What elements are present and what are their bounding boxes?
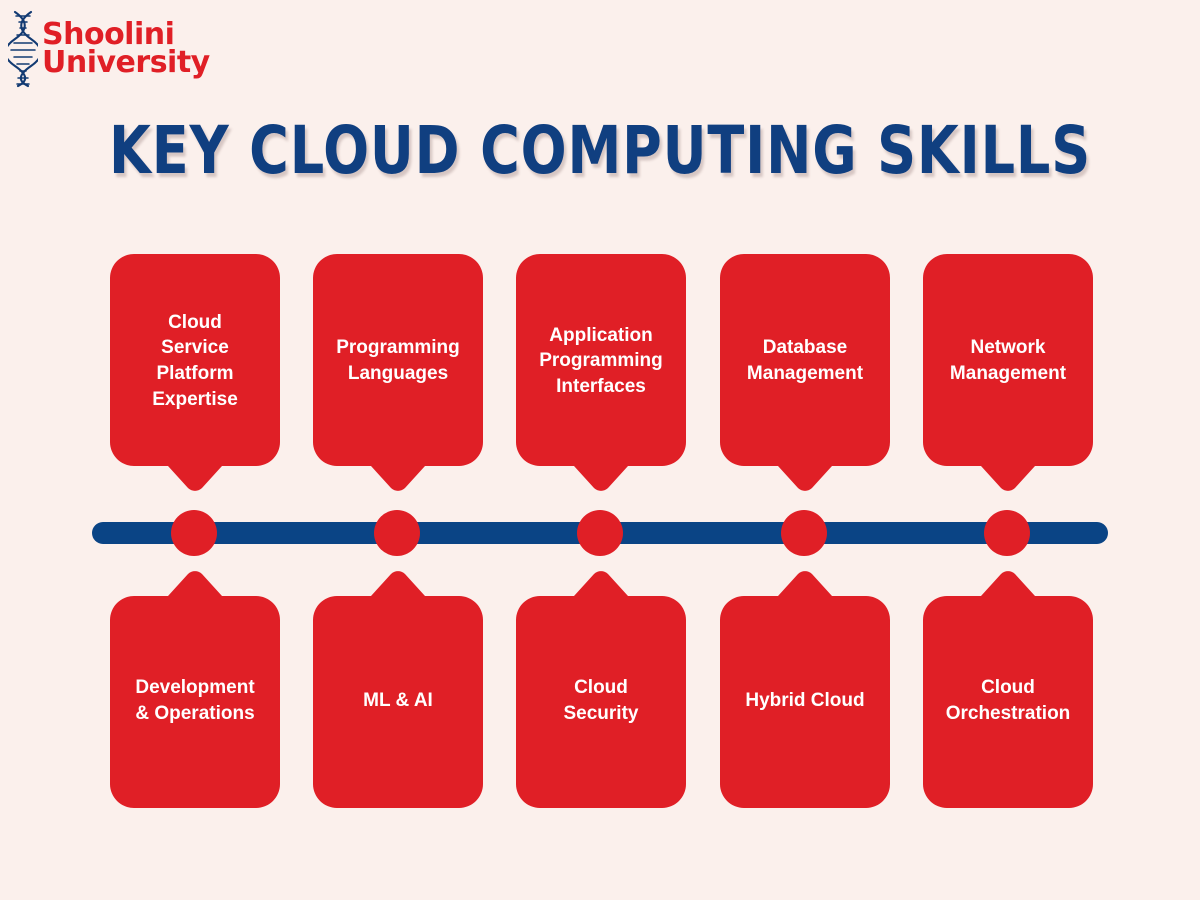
skill-card-label: Cloud Service Platform Expertise: [152, 311, 238, 410]
brand-wordmark: Shoolini University: [42, 17, 210, 80]
speech-bubble-up-shape: [313, 571, 483, 808]
speech-bubble-up-shape: [923, 571, 1093, 808]
skill-card-label: Application Programming Interfaces: [539, 324, 663, 397]
speech-bubble-down-shape: [720, 254, 890, 491]
timeline-node-1: [171, 510, 217, 556]
skill-card-label: Hybrid Cloud: [745, 690, 865, 712]
speech-bubble-down-shape: [923, 254, 1093, 491]
timeline-node-4: [781, 510, 827, 556]
timeline-node-2: [374, 510, 420, 556]
skill-card-top-5[interactable]: Network Management: [923, 254, 1093, 494]
skill-card-label: Network Management: [949, 337, 1067, 384]
skill-card-bottom-3[interactable]: Cloud Security: [516, 568, 686, 808]
skill-card-bottom-2[interactable]: ML & AI: [313, 568, 483, 808]
brand-name-line-1: Shoolini: [42, 17, 175, 53]
skill-card-bottom-4[interactable]: Hybrid Cloud: [720, 568, 890, 808]
skill-card-top-1[interactable]: Cloud Service Platform Expertise: [110, 254, 280, 494]
skill-card-label: Programming Languages: [336, 337, 460, 384]
skill-card-label: Development & Operations: [135, 677, 255, 724]
speech-bubble-up-shape: [516, 571, 686, 808]
skill-card-bottom-5[interactable]: Cloud Orchestration: [923, 568, 1093, 808]
timeline-node-5: [984, 510, 1030, 556]
skill-card-bottom-1[interactable]: Development & Operations: [110, 568, 280, 808]
timeline-node-3: [577, 510, 623, 556]
skill-card-label: Cloud Orchestration: [945, 677, 1071, 724]
speech-bubble-down-shape: [516, 254, 686, 491]
speech-bubble-up-shape: [110, 571, 280, 808]
skill-card-label: Cloud Security: [563, 677, 639, 724]
skill-card-top-4[interactable]: Database Management: [720, 254, 890, 494]
brand-name-line-2: University: [42, 45, 210, 80]
page-title: KEY CLOUD COMPUTING SKILLS: [108, 112, 1092, 189]
skill-card-label: ML & AI: [363, 690, 433, 712]
speech-bubble-down-shape: [110, 254, 280, 491]
skill-card-top-2[interactable]: Programming Languages: [313, 254, 483, 494]
speech-bubble-up-shape: [720, 571, 890, 808]
skill-card-label: Database Management: [746, 337, 864, 384]
dna-helix-icon: [8, 10, 38, 88]
speech-bubble-down-shape: [313, 254, 483, 491]
brand-logo: Shoolini University: [8, 10, 210, 88]
skill-card-top-3[interactable]: Application Programming Interfaces: [516, 254, 686, 494]
